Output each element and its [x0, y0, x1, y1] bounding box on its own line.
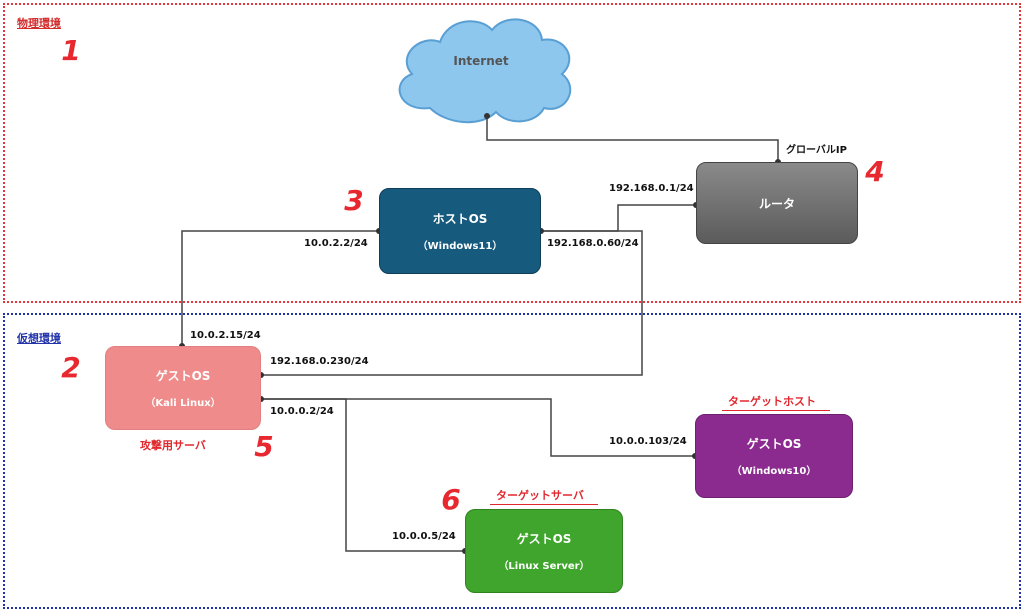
marker-5: 5	[254, 430, 274, 463]
host-nat-ip-label: 10.0.2.2/24	[304, 238, 368, 249]
virtual-environment-zone	[3, 313, 1021, 609]
link-kali-linux	[261, 398, 465, 552]
win10-role-underline	[722, 410, 830, 411]
global-ip-label: グローバルIP	[786, 145, 847, 156]
win10-subtitle: （Windows10）	[731, 466, 817, 477]
kali-title: ゲストOS	[155, 369, 211, 383]
marker-1: 1	[61, 34, 81, 67]
host-os-subtitle: （Windows11）	[417, 241, 503, 252]
linux-role-label: ターゲットサーバ	[496, 489, 584, 502]
kali-bridge-ip-label: 192.168.0.230/24	[270, 356, 369, 367]
marker-3: 3	[344, 184, 364, 217]
link-host-router	[541, 204, 696, 232]
link-internet-router	[486, 116, 779, 162]
marker-2: 2	[61, 351, 81, 384]
link-kali-win10	[261, 398, 695, 457]
host-os-title: ホストOS	[432, 212, 488, 226]
internet-label: Internet	[453, 54, 508, 68]
host-os-node[interactable]: ホストOS （Windows11）	[379, 188, 541, 274]
link-endpoints	[179, 113, 781, 554]
marker-4: 4	[865, 155, 885, 188]
linux-subtitle: （Linux Server）	[498, 561, 590, 572]
router-ip-label: 192.168.0.1/24	[609, 183, 694, 194]
win10-guest-node[interactable]: ゲストOS （Windows10）	[695, 414, 853, 498]
kali-role-label: 攻撃用サーバ	[140, 439, 206, 452]
win10-role-label: ターゲットホスト	[728, 395, 816, 408]
cloud-icon: Internet	[398, 18, 572, 124]
physical-environment-label: 物理環境	[17, 17, 61, 30]
router-label: ルータ	[758, 196, 795, 211]
physical-environment-zone	[3, 3, 1021, 303]
marker-6: 6	[441, 483, 461, 516]
network-links	[181, 116, 779, 552]
linux-title: ゲストOS	[516, 532, 572, 546]
kali-nat-ip-label: 10.0.2.15/24	[190, 330, 261, 341]
link-host-kali-bridge	[261, 230, 643, 376]
kali-subtitle: （Kali Linux）	[145, 398, 221, 409]
router-node[interactable]: ルータ	[696, 162, 858, 244]
win10-ip-label: 10.0.0.103/24	[609, 436, 687, 447]
kali-internal-ip-label: 10.0.0.2/24	[270, 406, 334, 417]
win10-title: ゲストOS	[746, 437, 802, 451]
linux-role-underline	[490, 504, 598, 505]
linux-ip-label: 10.0.0.5/24	[392, 531, 456, 542]
kali-guest-node[interactable]: ゲストOS （Kali Linux）	[105, 346, 261, 430]
host-lan-ip-label: 192.168.0.60/24	[547, 238, 639, 249]
linux-guest-node[interactable]: ゲストOS （Linux Server）	[465, 509, 623, 593]
virtual-environment-label: 仮想環境	[17, 332, 61, 345]
link-host-kali-nat	[181, 230, 379, 346]
